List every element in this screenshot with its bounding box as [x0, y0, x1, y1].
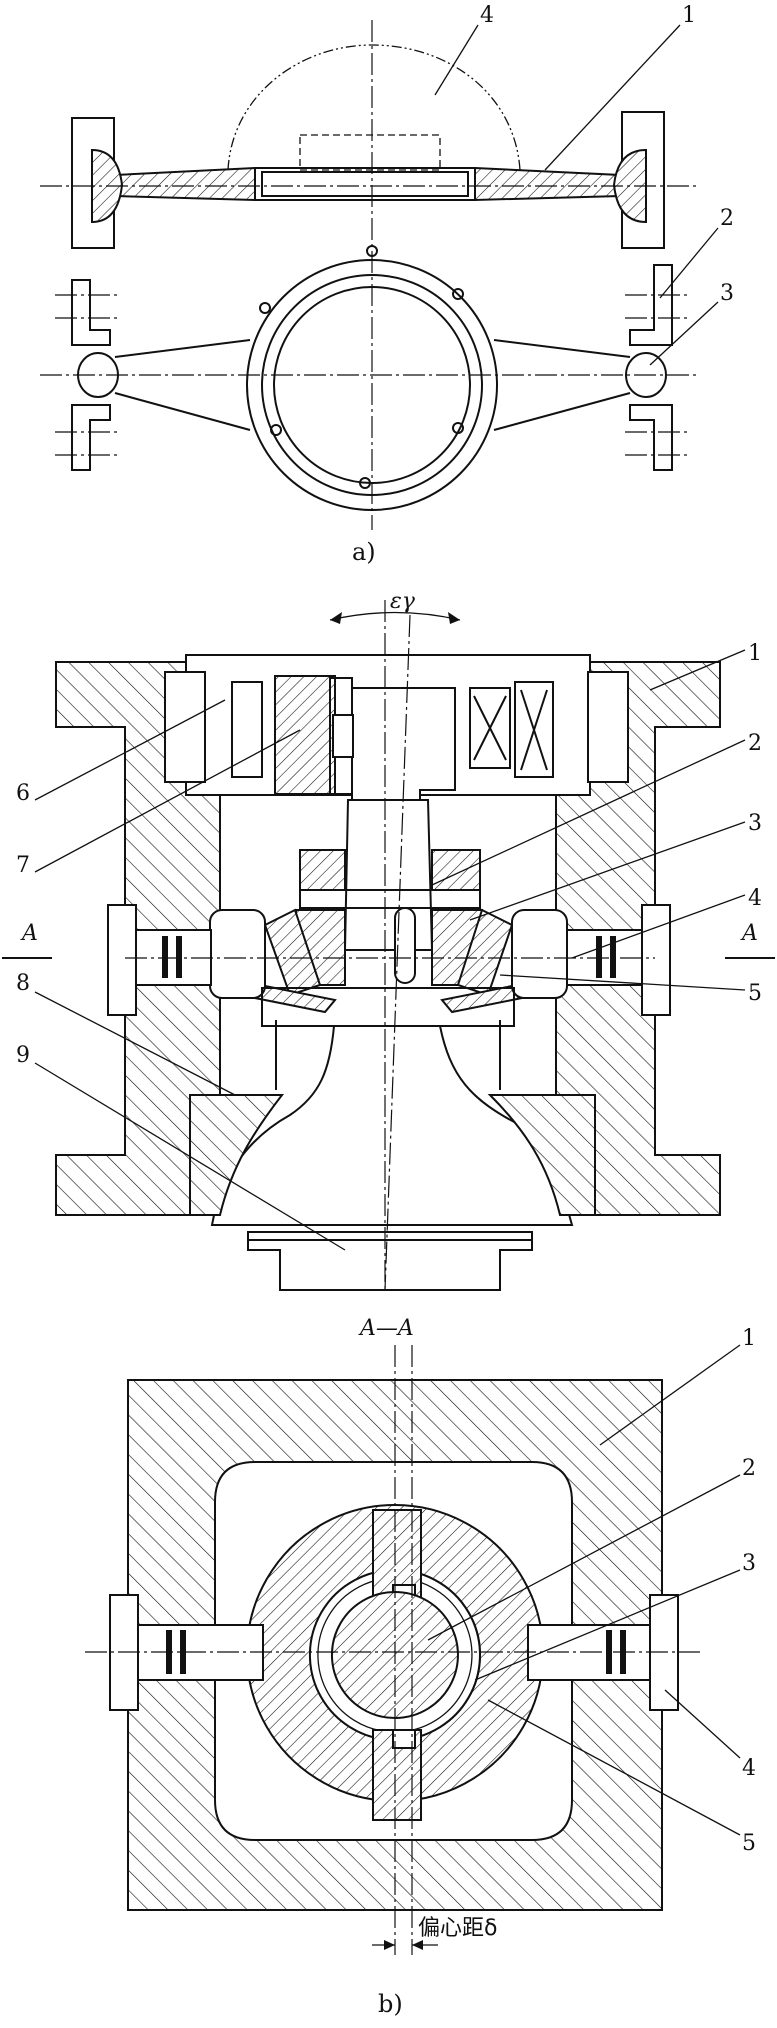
arm-right-section: [474, 166, 621, 202]
label-b-1: 1: [748, 641, 762, 666]
right-support-upper: [629, 264, 673, 346]
tilted-axis-b: [384, 614, 411, 1291]
caption-a: a): [352, 538, 376, 566]
label-s-5: 5: [742, 1831, 756, 1856]
figure-b-elevation: εγ A A 1 2 3 4 5 6 7 8 9: [2, 589, 775, 1291]
figure-b-section: A—A 偏心距δ: [85, 1316, 756, 2018]
label-s-1: 1: [742, 1326, 756, 1351]
right-spherical-joint-top: [612, 148, 647, 224]
label-s-4: 4: [742, 1756, 756, 1781]
figure-a-view: 4 1 2 3 a): [40, 3, 734, 566]
bearing-right-outer: [587, 671, 629, 783]
section-mark-right: A: [740, 921, 758, 946]
label-s-3: 3: [742, 1551, 756, 1576]
bearing-left-outer: [164, 671, 206, 783]
slide-right: [511, 909, 568, 999]
housing-arms: [114, 339, 631, 431]
eccentricity-label: 偏心距δ: [418, 1916, 497, 1941]
label-b-7: 7: [16, 853, 30, 878]
label-b-6: 6: [16, 781, 30, 806]
left-support-upper: [71, 279, 111, 346]
screw-head-right: [641, 904, 671, 1016]
bearing-left-inner: [231, 681, 263, 778]
section-body: [127, 1379, 663, 1911]
angle-label: εγ: [390, 589, 416, 614]
label-b-5: 5: [748, 981, 762, 1006]
bearing-x-marks: [520, 689, 548, 771]
arm-center-face: [261, 171, 469, 197]
nut-right: [431, 849, 481, 891]
arm-center: [254, 167, 476, 201]
label-a-2: 2: [720, 206, 734, 231]
lower-block-left: [189, 1094, 285, 1216]
caption-b: b): [378, 1990, 403, 2018]
label-a-1: 1: [682, 3, 696, 28]
shaft-flare: [210, 1025, 574, 1226]
label-b-4: 4: [748, 886, 762, 911]
label-b-3: 3: [748, 811, 762, 836]
section-mark-left: A: [20, 921, 38, 946]
label-b-2: 2: [748, 731, 762, 756]
arm-left-section: [114, 166, 256, 202]
workpiece-dome-phantom: [227, 44, 521, 171]
section-title: A—A: [358, 1316, 414, 1341]
cup-left: [274, 675, 336, 795]
label-b-8: 8: [16, 971, 30, 996]
label-b-9: 9: [16, 1043, 30, 1068]
shaft-part-2: [343, 799, 434, 951]
left-support-lower: [71, 404, 111, 471]
hidden-boss: [299, 134, 441, 171]
slide-left: [209, 909, 266, 999]
lower-block-right: [487, 1094, 596, 1216]
nut-left: [299, 849, 346, 891]
screw-head-left: [107, 904, 137, 1016]
base-part-9: [247, 1231, 533, 1291]
key-slot: [394, 907, 416, 984]
label-a-4: 4: [480, 3, 494, 28]
right-support-lower: [629, 404, 673, 471]
label-s-2: 2: [742, 1456, 756, 1481]
label-a-3: 3: [720, 281, 734, 306]
angle-arc: [329, 611, 461, 621]
